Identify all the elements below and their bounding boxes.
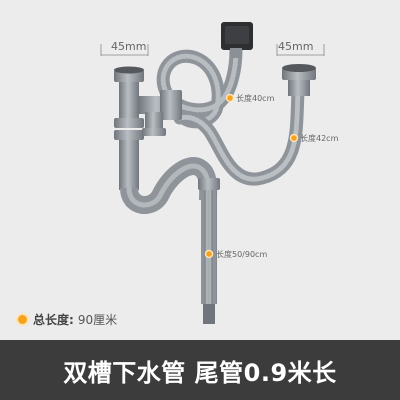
total-length-row: 总长度: 90厘米 (16, 311, 117, 328)
segment-3-length-label: 长度50/90cm (216, 250, 268, 259)
marker-segment-1 (225, 93, 235, 103)
left-drain-assembly (114, 66, 144, 190)
right-dimension-bracket (276, 44, 325, 56)
segment-2-length-label: 长度42cm (300, 134, 339, 143)
marker-segment-2 (289, 133, 299, 143)
total-length-label: 总长度: (33, 313, 74, 327)
left-dimension-bracket (100, 44, 149, 56)
tail-pipe (201, 190, 217, 324)
bottom-banner: 双槽下水管 尾管0.9米长 (0, 340, 400, 400)
total-length-value: 90厘米 (77, 313, 118, 327)
tee-connector (138, 90, 182, 136)
overflow-head (221, 22, 253, 58)
banner-title: 双槽下水管 尾管0.9米长 (63, 358, 337, 387)
trap-nut (198, 178, 220, 190)
left-diameter-label: 45mm (111, 40, 147, 53)
total-length-marker-icon (16, 313, 29, 326)
segment-1-length-label: 长度40cm (236, 94, 275, 103)
product-illustration: 45mm 45mm 长度40cm 长度42cm 长度50/90cm 总长度: 9… (16, 22, 339, 328)
right-diameter-label: 45mm (278, 40, 314, 53)
drain-pipe-drawing (100, 22, 325, 324)
right-drain-cup (282, 64, 316, 96)
marker-segment-3 (204, 249, 214, 259)
